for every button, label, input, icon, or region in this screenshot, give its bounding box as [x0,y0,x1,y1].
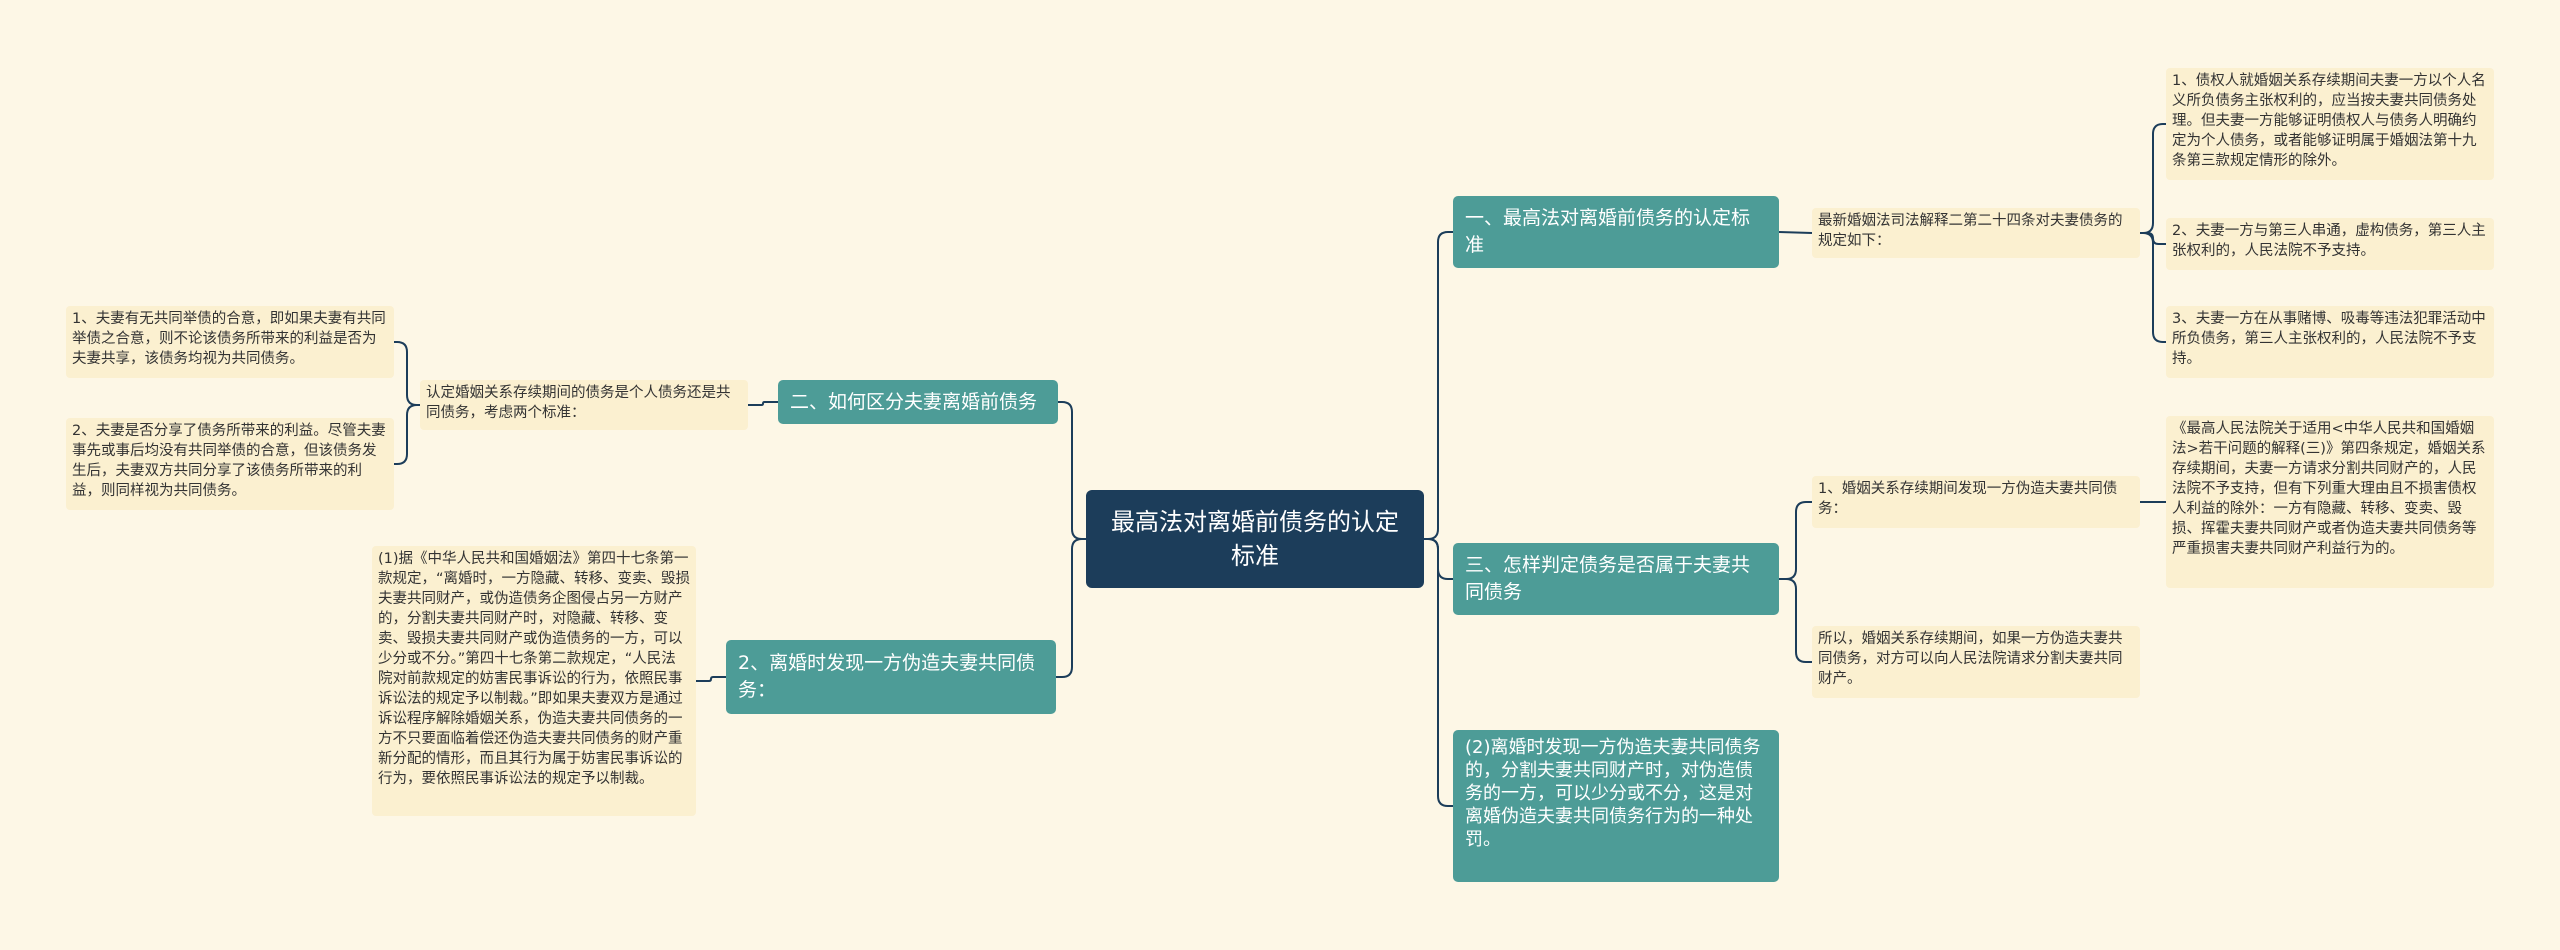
link-root-branch-1 [1424,231,1453,540]
link-mid-standard-2 [394,404,420,465]
leaf-text: (1)据《中华人民共和国婚姻法》第四十七条第一款规定，“离婚时，一方隐藏、转移、… [378,551,691,787]
branch-node-forged-debt-at-divorce[interactable]: 2、离婚时发现一方伪造夫妻共同债务： [726,640,1056,714]
leaf-text: 3、夫妻一方在从事赌博、吸毒等违法犯罪活动中所负债务，第三人主张权利的，人民法院… [2172,311,2486,367]
leaf-node-standard-2[interactable]: 2、夫妻是否分享了债务所带来的利益。尽管夫妻事先或事后均没有共同举债的合意，但该… [66,418,394,510]
branch-node-forged-debt-penalty[interactable]: (2)离婚时发现一方伪造夫妻共同债务的，分割夫妻共同财产时，对伪造债务的一方，可… [1453,730,1779,882]
branch-node-judge-common-debt[interactable]: 三、怎样判定债务是否属于夫妻共同债务 [1453,543,1779,615]
branch-node-distinguish-debt[interactable]: 二、如何区分夫妻离婚前债务 [778,380,1058,424]
leaf-node-standard-1[interactable]: 1、夫妻有无共同举债的合意，即如果夫妻有共同举债之合意，则不论该债务所带来的利益… [66,306,394,378]
leaf-text: 《最高人民法院关于适用<中华人民共和国婚姻法>若干问题的解释(三)》第四条规定，… [2172,421,2486,557]
leaf-node-during-marriage-forged-debt[interactable]: 1、婚姻关系存续期间发现一方伪造夫妻共同债务： [1812,476,2140,528]
link-branch-3-leaf [696,676,726,682]
link-branch-4-leaf-1 [1779,501,1812,580]
leaf-text: 1、债权人就婚姻关系存续期间夫妻一方以个人名义所负债务主张权利的，应当按夫妻共同… [2172,73,2486,169]
branch-label: (2)离婚时发现一方伪造夫妻共同债务的，分割夫妻共同财产时，对伪造债务的一方，可… [1465,737,1761,850]
leaf-text: 认定婚姻关系存续期间的债务是个人债务还是共同债务，考虑两个标准： [426,385,731,421]
leaf-node-rule-2[interactable]: 2、夫妻一方与第三人串通，虚构债务，第三人主张权利的，人民法院不予支持。 [2166,218,2494,270]
link-branch-4-leaf-2 [1779,578,1812,663]
link-mid-rule-3 [2140,232,2166,343]
leaf-node-rule-3[interactable]: 3、夫妻一方在从事赌博、吸毒等违法犯罪活动中所负债务，第三人主张权利的，人民法院… [2166,306,2494,378]
link-mid-standard-1 [394,341,420,406]
leaf-node-judicial-interpretation[interactable]: 最新婚姻法司法解释二第二十四条对夫妻债务的规定如下： [1812,208,2140,258]
leaf-text: 最新婚姻法司法解释二第二十四条对夫妻债务的规定如下： [1818,213,2123,249]
branch-label: 2、离婚时发现一方伪造夫妻共同债务： [738,652,1036,701]
link-root-branch-5 [1424,538,1453,807]
leaf-node-rule-1[interactable]: 1、债权人就婚姻关系存续期间夫妻一方以个人名义所负债务主张权利的，应当按夫妻共同… [2166,68,2494,180]
link-branch-1-mid [1778,231,1813,234]
leaf-text: 2、夫妻一方与第三人串通，虚构债务，第三人主张权利的，人民法院不予支持。 [2172,223,2486,259]
leaf-node-request-property-division[interactable]: 所以，婚姻关系存续期间，如果一方伪造夫妻共同债务，对方可以向人民法院请求分割夫妻… [1812,626,2140,698]
leaf-node-marriage-law-article-47[interactable]: (1)据《中华人民共和国婚姻法》第四十七条第一款规定，“离婚时，一方隐藏、转移、… [372,546,696,816]
branch-label: 一、最高法对离婚前债务的认定标准 [1465,207,1751,256]
leaf-text: 2、夫妻是否分享了债务所带来的利益。尽管夫妻事先或事后均没有共同举债的合意，但该… [72,423,386,499]
link-mid-rule-1 [2140,123,2166,234]
root-node[interactable]: 最高法对离婚前债务的认定标准 [1086,490,1424,588]
leaf-node-interpretation-three-article-four[interactable]: 《最高人民法院关于适用<中华人民共和国婚姻法>若干问题的解释(三)》第四条规定，… [2166,416,2494,588]
branch-label: 二、如何区分夫妻离婚前债务 [790,390,1038,413]
leaf-text: 1、婚姻关系存续期间发现一方伪造夫妻共同债务： [1818,481,2118,517]
root-title: 最高法对离婚前债务的认定标准 [1111,508,1399,570]
branch-label: 三、怎样判定债务是否属于夫妻共同债务 [1465,554,1751,603]
leaf-node-two-standards[interactable]: 认定婚姻关系存续期间的债务是个人债务还是共同债务，考虑两个标准： [420,380,748,430]
link-root-branch-2 [1058,401,1086,540]
link-root-branch-3 [1056,538,1086,678]
link-branch-2-mid [748,401,778,406]
branch-node-pre-marriage-debt-standard[interactable]: 一、最高法对离婚前债务的认定标准 [1453,196,1779,268]
leaf-text: 所以，婚姻关系存续期间，如果一方伪造夫妻共同债务，对方可以向人民法院请求分割夫妻… [1818,631,2123,687]
leaf-text: 1、夫妻有无共同举债的合意，即如果夫妻有共同举债之合意，则不论该债务所带来的利益… [72,311,386,367]
